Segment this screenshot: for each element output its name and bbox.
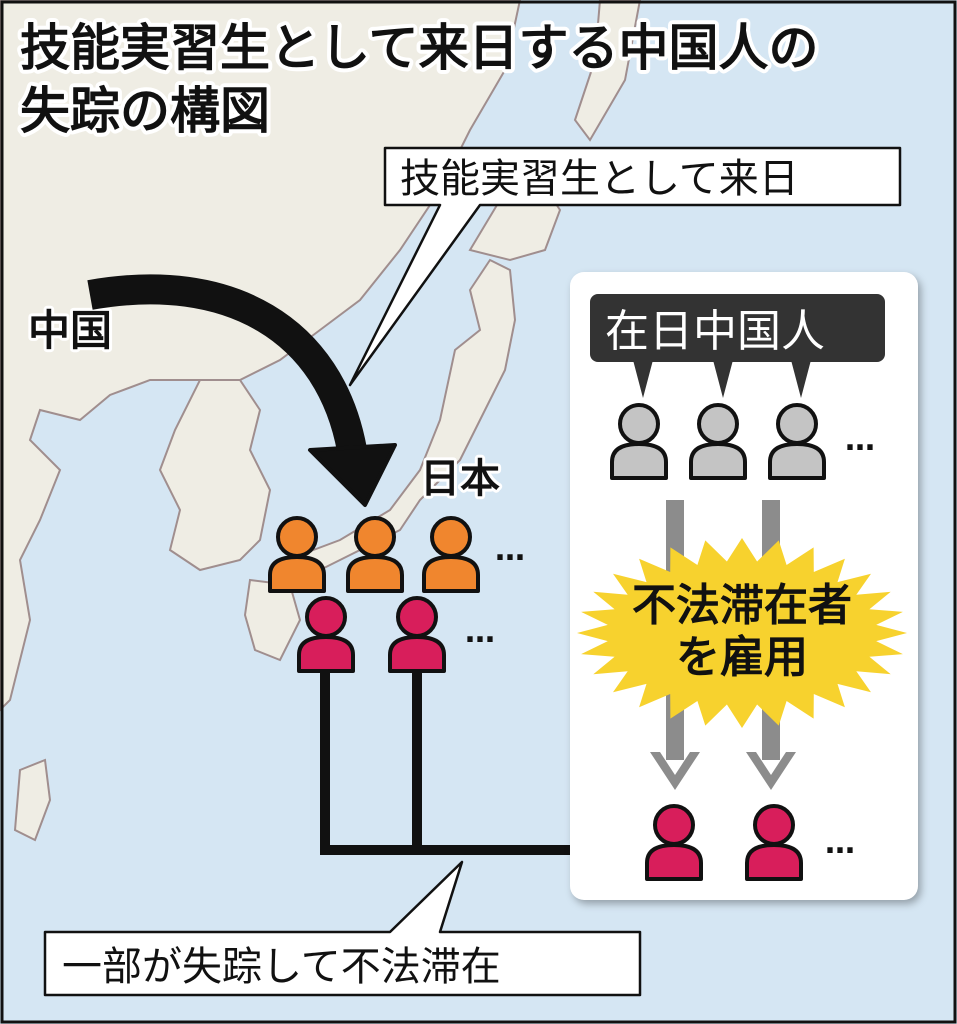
- resident-label: 在日中国人: [590, 294, 885, 398]
- japan-honshu: [288, 258, 517, 582]
- label-china: 中国: [28, 306, 112, 355]
- missing-group: …: [297, 596, 495, 673]
- employ-burst: 不法滞在者 を雇用: [577, 538, 907, 728]
- employed-ellipsis: …: [825, 826, 855, 861]
- burst-line2: を雇用: [676, 632, 808, 683]
- sakhalin: [573, 0, 642, 142]
- burst-line1: 不法滞在者: [632, 580, 852, 631]
- title-line1: 技能実習生として来日する中国人の: [20, 19, 819, 77]
- korean-peninsula: [158, 379, 272, 572]
- employed-group: …: [645, 804, 855, 881]
- callout-top-text: 技能実習生として来日: [400, 156, 799, 202]
- label-japan: 日本: [420, 456, 500, 502]
- missing-ellipsis: …: [465, 615, 495, 650]
- resident-label-text: 在日中国人: [605, 306, 825, 357]
- callout-top: 技能実習生として来日: [348, 146, 902, 387]
- trainee-group: …: [268, 516, 525, 593]
- migration-arrow: [87, 274, 397, 507]
- callout-bottom: 一部が失踪して不法滞在: [43, 860, 642, 997]
- taiwan: [13, 758, 52, 842]
- resident-ellipsis: …: [845, 423, 875, 458]
- callout-bottom-text: 一部が失踪して不法滞在: [62, 944, 501, 990]
- trainee-ellipsis: …: [495, 533, 525, 568]
- title-line2: 失踪の構図: [20, 82, 270, 140]
- resident-group: …: [610, 403, 875, 480]
